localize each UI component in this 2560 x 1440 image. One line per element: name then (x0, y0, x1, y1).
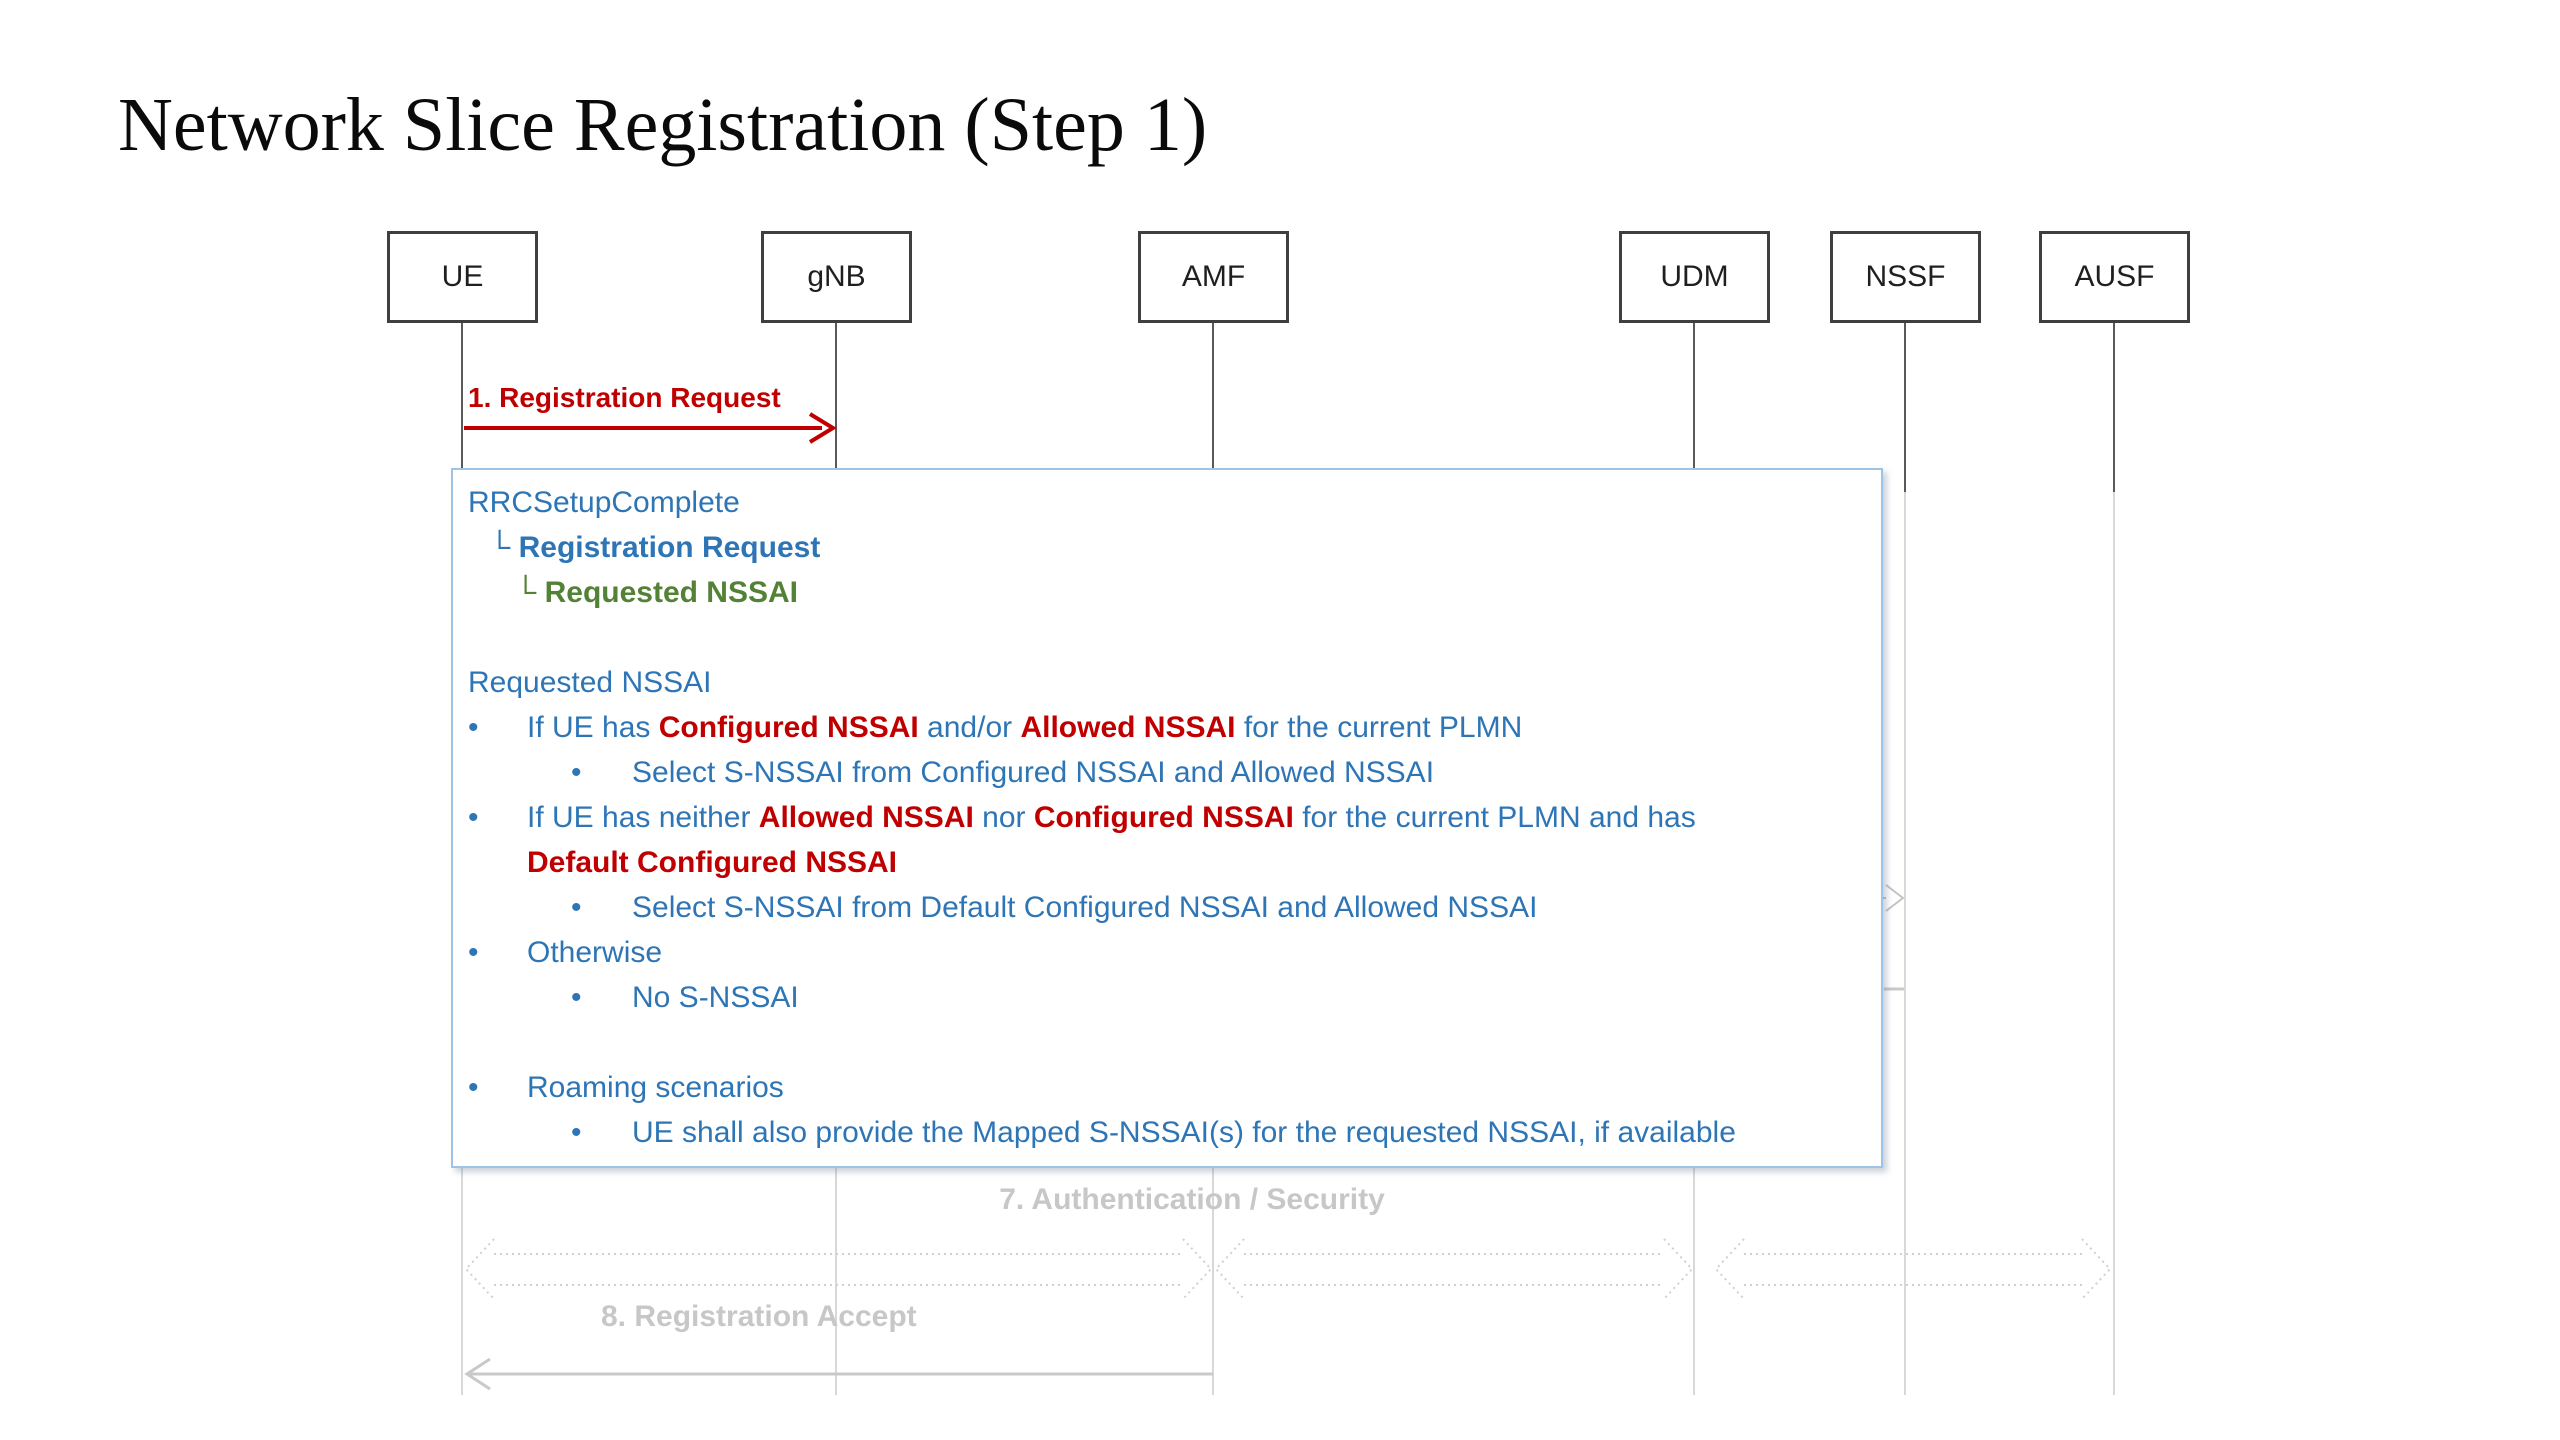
text-segment: └ (489, 531, 519, 564)
auth-security-arrow-amf-udm (1214, 1238, 1694, 1300)
text-segment: Otherwise (527, 936, 663, 969)
callout-line: • Select S-NSSAI from Default Configured … (453, 885, 1881, 930)
bullet-icon: • (468, 711, 479, 744)
actor-box-gnb: gNB (761, 231, 912, 323)
text-segment: Configured NSSAI (658, 711, 919, 744)
text-segment: Roaming scenarios (527, 1071, 784, 1104)
actor-label-ausf: AUSF (2074, 260, 2155, 293)
callout-blank-line (453, 615, 1881, 660)
actor-box-amf: AMF (1138, 231, 1289, 323)
callout-line: └ Requested NSSAI (453, 570, 1881, 615)
callout-blank-line (453, 1020, 1881, 1065)
callout-line: └ Registration Request (453, 525, 1881, 570)
page-title: Network Slice Registration (Step 1) (118, 83, 1208, 167)
bullet-icon: • (468, 801, 479, 834)
actor-label-gnb: gNB (807, 260, 866, 293)
callout-line: • If UE has Configured NSSAI and/or Allow… (453, 705, 1881, 750)
callout-content: RRCSetupComplete└ Registration Request└ … (453, 480, 1881, 1155)
actor-box-ausf: AUSF (2039, 231, 2190, 323)
bullet-icon: • (571, 981, 582, 1014)
text-segment: └ (515, 576, 545, 609)
auth-security-arrow-udm-ausf (1714, 1238, 2112, 1300)
actor-label-ue: UE (441, 260, 484, 293)
text-segment: for the current PLMN (1235, 711, 1523, 744)
callout-line: • If UE has neither Allowed NSSAI nor Con… (453, 795, 1881, 840)
text-segment: and/or (918, 711, 1021, 744)
bullet-icon: • (571, 1116, 582, 1149)
callout-line: Default Configured NSSAI (453, 840, 1881, 885)
callout-line: • Select S-NSSAI from Configured NSSAI an… (453, 750, 1881, 795)
requested-nssai-callout: RRCSetupComplete└ Registration Request└ … (451, 468, 1883, 1168)
actor-label-udm: UDM (1660, 260, 1729, 293)
text-segment: Default Configured NSSAI (527, 846, 898, 879)
registration-request-arrow (464, 412, 837, 444)
registration-request-label: 1. Registration Request (468, 382, 781, 413)
text-segment: Select S-NSSAI from Configured NSSAI and… (632, 756, 1435, 789)
text-segment: Configured NSSAI (1033, 801, 1294, 834)
registration-accept-label: 8. Registration Accept (601, 1300, 917, 1333)
text-segment: If UE has neither (527, 801, 759, 834)
text-segment: Registration Request (518, 531, 821, 564)
callout-line: • Roaming scenarios (453, 1065, 1881, 1110)
text-segment: for the current PLMN and has (1293, 801, 1696, 834)
bullet-icon: • (571, 891, 582, 924)
text-segment: Allowed NSSAI (758, 801, 974, 834)
actor-label-amf: AMF (1181, 260, 1246, 293)
callout-line: • UE shall also provide the Mapped S-NSSA… (453, 1110, 1881, 1155)
text-segment: nor (973, 801, 1034, 834)
actor-box-nssf: NSSF (1830, 231, 1981, 323)
text-segment: No S-NSSAI (632, 981, 799, 1014)
text-segment: If UE has (527, 711, 659, 744)
bullet-icon: • (468, 936, 479, 969)
callout-line: RRCSetupComplete (453, 480, 1881, 525)
callout-line: Requested NSSAI (453, 660, 1881, 705)
bullet-icon: • (571, 756, 582, 789)
callout-line: • No S-NSSAI (453, 975, 1881, 1020)
callout-line: • Otherwise (453, 930, 1881, 975)
text-segment: UE shall also provide the Mapped S-NSSAI… (632, 1116, 1736, 1149)
text-segment: Requested NSSAI (468, 666, 712, 699)
bullet-icon: • (468, 1071, 479, 1104)
registration-accept-arrow (464, 1357, 1213, 1391)
actor-box-ue: UE (387, 231, 538, 323)
text-segment: RRCSetupComplete (468, 486, 740, 519)
text-segment: Allowed NSSAI (1020, 711, 1236, 744)
actor-box-udm: UDM (1619, 231, 1770, 323)
authentication-security-label: 7. Authentication / Security (999, 1183, 1385, 1216)
text-segment: Select S-NSSAI from Default Configured N… (632, 891, 1538, 924)
text-segment: Requested NSSAI (544, 576, 798, 609)
auth-security-arrow-ue-amf (464, 1238, 1213, 1300)
actor-label-nssf: NSSF (1865, 260, 1946, 293)
